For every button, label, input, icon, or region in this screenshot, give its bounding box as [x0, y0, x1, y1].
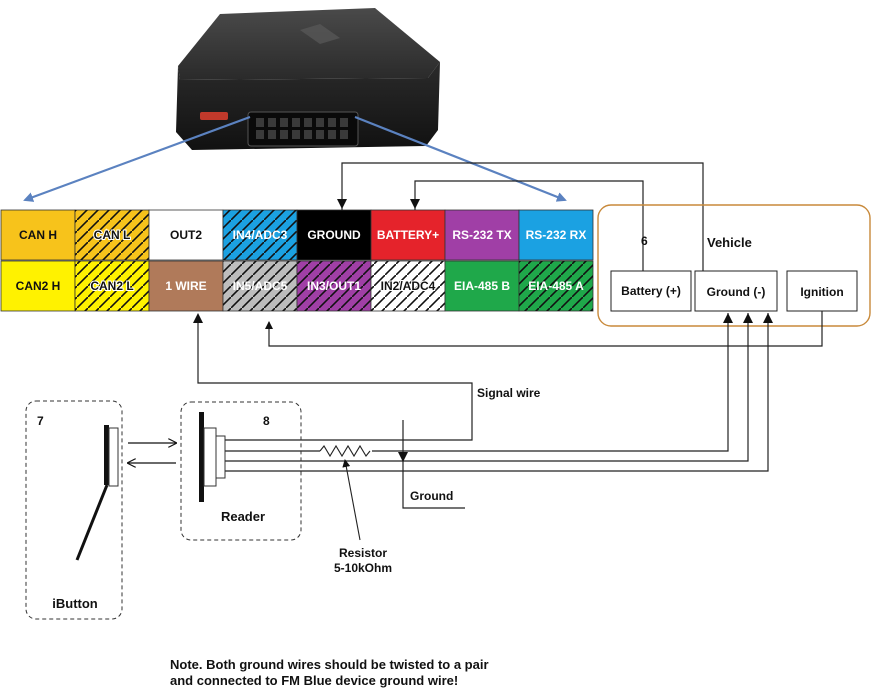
vehicle-number: 6 — [641, 234, 648, 248]
wire-ground-2 — [225, 313, 749, 462]
pin-label-eia-485-a: EIA-485 A — [528, 279, 584, 293]
pin-out2 — [148, 209, 224, 261]
pin-hatch-in4-adc3 — [223, 210, 297, 260]
signal-wire-label: Signal wire — [477, 386, 541, 400]
reader-plate — [199, 412, 204, 502]
ibutton-box — [25, 400, 123, 620]
pin-can2-h — [0, 260, 76, 312]
pin-label-in2-adc4: IN2/ADC4 — [381, 279, 436, 293]
pin-label-eia-485-b: EIA-485 B — [454, 279, 510, 293]
ibutton-label: iButton — [52, 596, 98, 611]
vehicle-box — [597, 204, 871, 327]
pin-label-can2-h: CAN2 H — [16, 279, 61, 293]
pin-hatch-can2-l — [75, 261, 149, 311]
pin-hatch-in2-adc4 — [371, 261, 445, 311]
pin-battery — [370, 209, 446, 261]
wire-ground-3 — [225, 313, 769, 472]
ignition-label: Ignition — [800, 285, 843, 299]
battery-box — [610, 270, 692, 312]
ground-label: Ground (-) — [707, 285, 766, 299]
pin-label-ground: GROUND — [307, 228, 361, 242]
pin-label-in5-adc5: IN5/ADC5 — [233, 279, 288, 293]
arrow-right-blue — [354, 115, 567, 202]
ibutton-contact — [104, 425, 109, 485]
resistor-symbol — [319, 444, 371, 458]
reader-box — [180, 401, 302, 541]
pin-label-out2: OUT2 — [170, 228, 202, 242]
pin-label-can2-l: CAN2 L — [90, 279, 133, 293]
pin-label-rs-232-rx: RS-232 RX — [526, 228, 587, 242]
arrow-left-blue — [23, 115, 251, 202]
resistor-value: 5-10kOhm — [334, 561, 392, 575]
pin-rs-232-rx — [518, 209, 594, 261]
pin-label-1-wire: 1 WIRE — [165, 279, 206, 293]
ibutton-number: 7 — [37, 414, 44, 428]
pin-label-in4-adc3: IN4/ADC3 — [233, 228, 288, 242]
pin-label-can-h: CAN H — [19, 228, 57, 242]
note-line-1: Note. Both ground wires should be twiste… — [170, 657, 489, 672]
pin-ground — [296, 209, 372, 261]
signal-wire — [197, 322, 473, 441]
reader-number: 8 — [263, 414, 270, 428]
pin-hatch-eia-485-a — [519, 261, 593, 311]
ibutton-handle — [75, 484, 109, 561]
pin-can-h — [0, 209, 76, 261]
ground-tap — [402, 420, 465, 509]
reader-label: Reader — [221, 509, 265, 524]
pin-hatch-in5-adc5 — [223, 261, 297, 311]
battery-wire-top — [414, 180, 644, 271]
pin-hatch-in3-out1 — [297, 261, 371, 311]
pin-hatch-can-l — [75, 210, 149, 260]
device-image — [176, 8, 440, 150]
battery-label: Battery (+) — [621, 284, 681, 298]
ground-box — [694, 270, 778, 312]
pin-label-in3-out1: IN3/OUT1 — [307, 279, 361, 293]
pin-label-rs-232-tx: RS-232 TX — [452, 228, 511, 242]
connector-pinout: CAN H CAN L OUT2 IN4/ADC3 GROUND BATTERY+ RS-2… — [0, 209, 594, 312]
pin-label-can-l: CAN L — [94, 228, 131, 242]
ignition-wire — [265, 311, 823, 347]
ignition-box — [786, 270, 858, 312]
pin-eia-485-b — [444, 260, 520, 312]
resistor-label: Resistor — [339, 546, 387, 560]
pin-label-battery: BATTERY+ — [377, 228, 439, 242]
vehicle-title: Vehicle — [707, 235, 752, 250]
wire-ground-1 — [372, 313, 729, 452]
pin-rs-232-tx — [444, 209, 520, 261]
note-text: Note. Both ground wires should be twiste… — [170, 657, 590, 689]
ground-wire-top — [341, 162, 704, 271]
ground-tap-label: Ground — [410, 489, 453, 503]
note-line-2: and connected to FM Blue device ground w… — [170, 673, 459, 688]
